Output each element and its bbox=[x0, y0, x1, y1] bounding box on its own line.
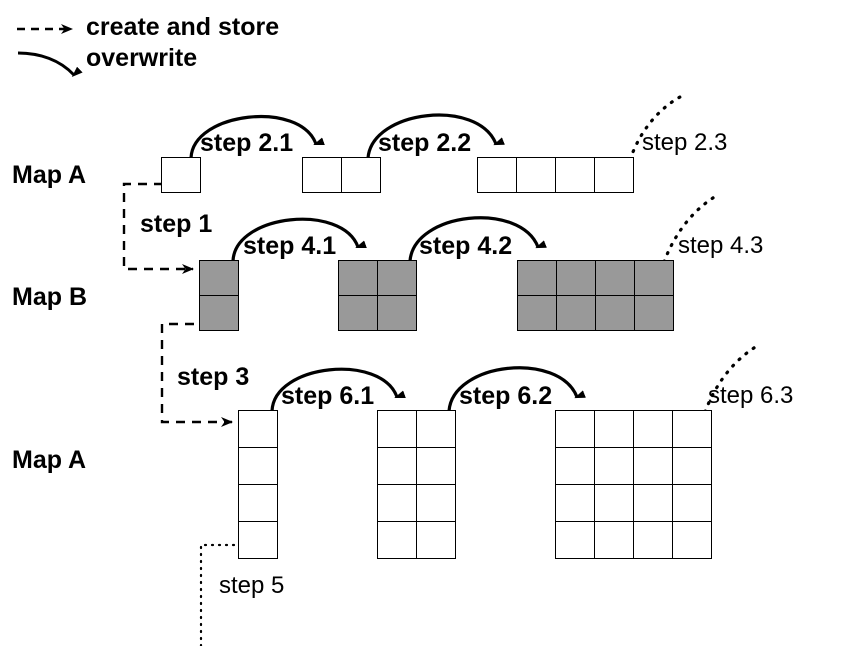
transition-arc-step-6-2 bbox=[447, 366, 586, 412]
grid-map-b-3[interactable] bbox=[517, 260, 674, 331]
grid-cell bbox=[341, 157, 381, 193]
grid-cell bbox=[416, 484, 456, 522]
transition-label-step-6-3: step 6.3 bbox=[708, 382, 794, 409]
grid-cell bbox=[416, 521, 456, 559]
grid-cell bbox=[555, 521, 595, 559]
grid-map-a-b1[interactable] bbox=[238, 410, 278, 559]
grid-cell bbox=[477, 157, 517, 193]
grid-cell bbox=[199, 295, 239, 331]
transition-label-step-6-1: step 6.1 bbox=[281, 382, 375, 410]
transition-arc-step-4-1 bbox=[231, 217, 367, 262]
grid-cell bbox=[556, 260, 596, 296]
grid-cell bbox=[672, 447, 712, 485]
transition-arc-step-2-1 bbox=[189, 115, 325, 159]
legend-overwrite-arrow bbox=[17, 51, 83, 78]
grid-cell bbox=[595, 260, 635, 296]
grid-map-a-2[interactable] bbox=[302, 157, 381, 193]
grid-cell bbox=[555, 410, 595, 448]
grid-cell bbox=[594, 410, 634, 448]
grid-cell bbox=[633, 521, 673, 559]
grid-cell bbox=[238, 484, 278, 522]
transition-label-step-6-2: step 6.2 bbox=[459, 382, 553, 410]
transition-label-step-4-1: step 4.1 bbox=[243, 232, 337, 260]
grid-cell bbox=[416, 410, 456, 448]
grid-cell bbox=[555, 484, 595, 522]
row-label-map-b: Map B bbox=[12, 283, 87, 311]
legend-label-create-and-store: create and store bbox=[86, 13, 280, 41]
grid-map-a-b2[interactable] bbox=[377, 410, 456, 559]
grid-cell bbox=[516, 157, 556, 193]
cross-link-label-step-3: step 3 bbox=[177, 363, 250, 391]
transition-label-step-2-2: step 2.2 bbox=[378, 129, 472, 157]
cross-link-label-step-5: step 5 bbox=[219, 572, 285, 599]
transition-arc-step-2-3 bbox=[628, 95, 682, 162]
grid-cell bbox=[377, 410, 417, 448]
grid-cell bbox=[517, 295, 557, 331]
grid-cell bbox=[517, 260, 557, 296]
transition-arc-step-4-3 bbox=[662, 194, 718, 264]
grid-cell bbox=[556, 295, 596, 331]
grid-cell bbox=[161, 157, 201, 193]
grid-map-b-1[interactable] bbox=[199, 260, 239, 331]
grid-cell bbox=[633, 484, 673, 522]
grid-cell bbox=[594, 447, 634, 485]
grid-cell bbox=[302, 157, 342, 193]
grid-cell bbox=[633, 447, 673, 485]
row-label-map-a-bottom: Map A bbox=[12, 446, 87, 474]
grid-cell bbox=[377, 447, 417, 485]
grid-cell bbox=[377, 484, 417, 522]
transition-arc-step-6-1 bbox=[270, 367, 406, 412]
grid-cell bbox=[672, 484, 712, 522]
grid-map-a-b3[interactable] bbox=[555, 410, 712, 559]
grid-cell bbox=[634, 295, 674, 331]
grid-map-a-3[interactable] bbox=[477, 157, 634, 193]
grid-cell bbox=[594, 157, 634, 193]
grid-cell bbox=[338, 260, 378, 296]
grid-cell bbox=[595, 295, 635, 331]
row-label-map-a-top: Map A bbox=[12, 161, 87, 189]
transition-arc-step-6-3 bbox=[703, 344, 759, 414]
transition-arc-step-4-2 bbox=[408, 216, 547, 262]
grid-cell bbox=[594, 484, 634, 522]
cross-link-step-1 bbox=[122, 182, 194, 274]
transition-label-step-2-1: step 2.1 bbox=[200, 129, 294, 157]
cross-link-step-3 bbox=[160, 322, 233, 427]
grid-cell bbox=[238, 410, 278, 448]
transition-label-step-4-3: step 4.3 bbox=[678, 232, 764, 259]
grid-map-a-1[interactable] bbox=[161, 157, 201, 193]
grid-cell bbox=[555, 447, 595, 485]
grid-cell bbox=[238, 447, 278, 485]
grid-cell bbox=[199, 260, 239, 296]
transition-arc-step-2-2 bbox=[366, 113, 505, 159]
cross-link-label-step-1: step 1 bbox=[140, 210, 213, 238]
grid-cell bbox=[338, 295, 378, 331]
transition-label-step-4-2: step 4.2 bbox=[419, 232, 513, 260]
grid-cell bbox=[377, 295, 417, 331]
grid-cell bbox=[672, 410, 712, 448]
grid-cell bbox=[633, 410, 673, 448]
grid-cell bbox=[672, 521, 712, 559]
grid-cell bbox=[634, 260, 674, 296]
legend-label-overwrite: overwrite bbox=[86, 44, 198, 72]
grid-cell bbox=[377, 521, 417, 559]
grid-cell bbox=[594, 521, 634, 559]
grid-cell bbox=[238, 521, 278, 559]
grid-cell bbox=[555, 157, 595, 193]
grid-cell bbox=[416, 447, 456, 485]
transition-label-step-2-3: step 2.3 bbox=[642, 129, 728, 156]
grid-cell bbox=[377, 260, 417, 296]
grid-map-b-2[interactable] bbox=[338, 260, 417, 331]
